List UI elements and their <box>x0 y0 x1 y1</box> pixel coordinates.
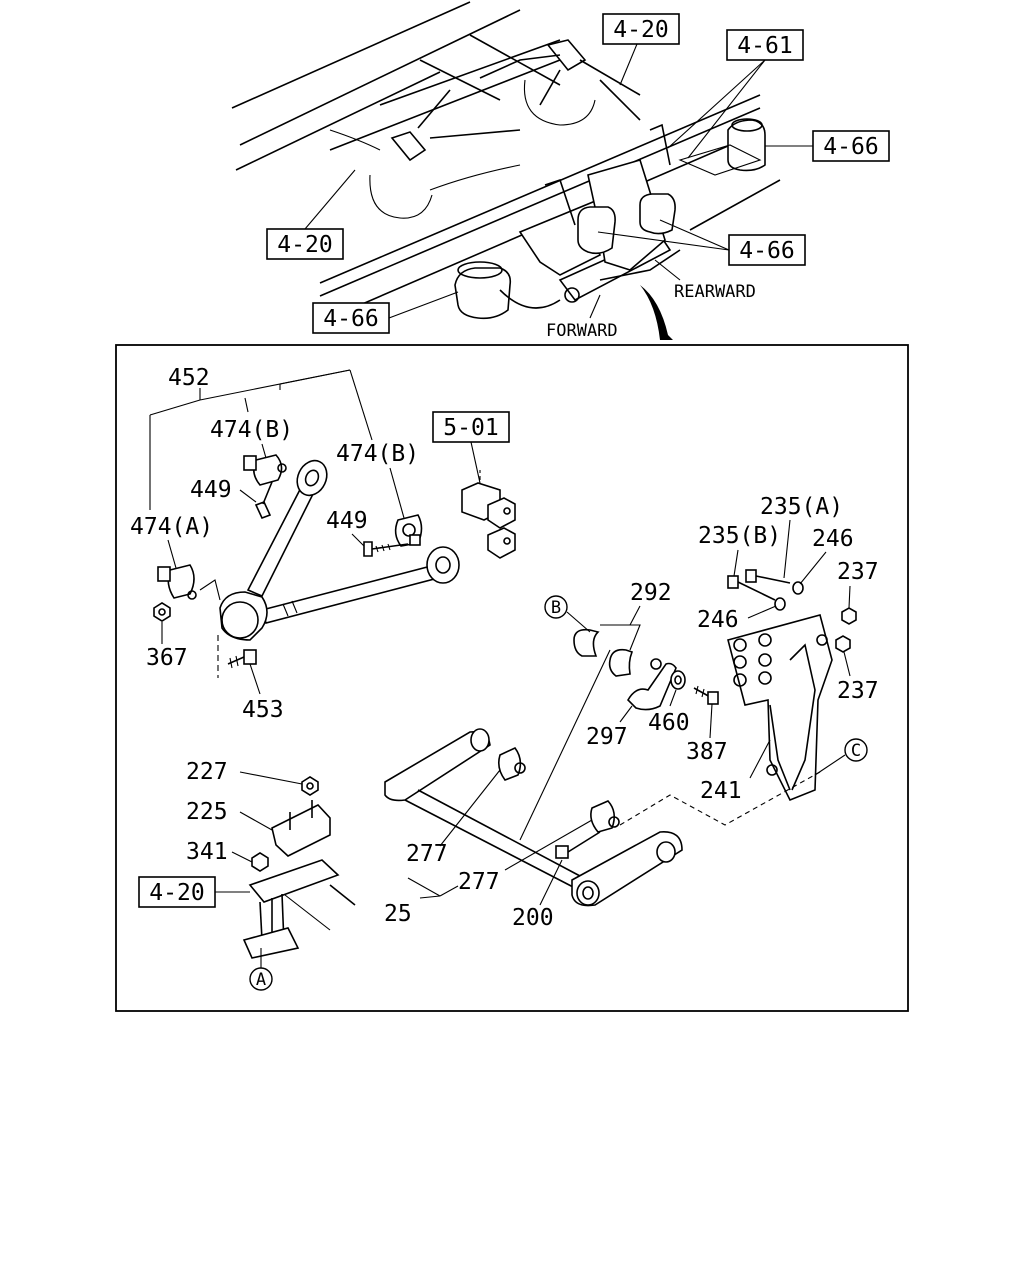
svg-text:4-20: 4-20 <box>149 880 204 906</box>
bolt-200[interactable] <box>555 831 601 859</box>
leader-4-66-mid-b <box>659 219 730 251</box>
leader-rearward <box>654 259 681 281</box>
leader-marker-b <box>566 611 591 633</box>
leader-4-66-left <box>388 291 459 319</box>
leader-lines <box>149 369 851 906</box>
callout-292: 292 <box>630 580 672 606</box>
svg-text:4-20: 4-20 <box>277 232 332 258</box>
callout-449-upper: 449 <box>190 477 232 503</box>
marker-a: A <box>249 967 273 991</box>
callout-460: 460 <box>648 710 690 736</box>
nut-237-upper[interactable] <box>841 607 857 625</box>
svg-text:5-01: 5-01 <box>443 415 498 441</box>
callout-246-upper: 246 <box>812 526 854 552</box>
seat-outline <box>600 624 641 651</box>
axle-bracket-5-01 <box>461 470 516 559</box>
overview-illustration: 4-20 4-61 4-66 4-20 4-66 4-66 <box>231 1 890 341</box>
cap-297[interactable] <box>627 658 677 711</box>
callout-labels: 452 474(B) 474(B) 474(A) 449 449 367 453… <box>130 365 879 931</box>
callout-277-right: 277 <box>458 869 500 895</box>
label-forward: FORWARD <box>546 321 618 341</box>
ref-box-4-20-left[interactable]: 4-20 <box>266 228 344 260</box>
bolt-235b[interactable] <box>727 575 776 601</box>
svg-text:A: A <box>256 970 266 990</box>
ref-box-4-20-top[interactable]: 4-20 <box>602 13 680 45</box>
marker-c: C <box>844 738 868 762</box>
callout-474b-upper: 474(B) <box>210 417 293 443</box>
svg-text:4-61: 4-61 <box>737 33 792 59</box>
svg-text:4-20: 4-20 <box>613 17 668 43</box>
callout-367: 367 <box>146 645 188 671</box>
callout-449-right: 449 <box>326 508 368 534</box>
detail-frame <box>115 344 909 1012</box>
ref-box-4-66-left[interactable]: 4-66 <box>312 302 390 334</box>
callout-200: 200 <box>512 905 554 931</box>
callout-25: 25 <box>384 901 412 927</box>
nut-367[interactable] <box>153 602 171 622</box>
callout-227: 227 <box>186 759 228 785</box>
callout-235a: 235(A) <box>760 494 843 520</box>
ref-box-4-66-mid[interactable]: 4-66 <box>728 234 806 266</box>
callout-246-lower: 246 <box>697 607 739 633</box>
bolt-449-right[interactable] <box>363 541 409 557</box>
nut-237-lower[interactable] <box>835 635 851 653</box>
svg-text:4-66: 4-66 <box>323 306 378 332</box>
ref-box-5-01[interactable]: 5-01 <box>432 411 510 443</box>
callout-225: 225 <box>186 799 228 825</box>
front-air-springs <box>369 39 596 219</box>
nut-341[interactable] <box>251 852 269 872</box>
rearward-arrow <box>640 285 673 340</box>
callout-453: 453 <box>242 697 284 723</box>
ref-box-4-20-detail[interactable]: 4-20 <box>138 876 216 908</box>
frame-bracket-4-20 <box>242 859 356 959</box>
bushing-474a[interactable] <box>157 564 197 600</box>
ref-box-4-61[interactable]: 4-61 <box>726 29 804 61</box>
leader-5-01 <box>470 441 481 484</box>
svg-text:4-66: 4-66 <box>823 134 878 160</box>
leader-4-61-a <box>667 59 766 149</box>
svg-text:B: B <box>551 598 561 618</box>
leader-4-61-b <box>687 59 766 159</box>
nut-227[interactable] <box>301 776 319 796</box>
bushing-277-right[interactable] <box>590 800 620 833</box>
callout-452: 452 <box>168 365 210 391</box>
callout-241: 241 <box>700 778 742 804</box>
callout-237-lower: 237 <box>837 678 879 704</box>
crossmember-assembly-25 <box>384 728 683 907</box>
washer-246[interactable] <box>774 581 804 611</box>
callout-387: 387 <box>686 739 728 765</box>
svg-text:4-66: 4-66 <box>739 238 794 264</box>
seat-half-292[interactable] <box>573 628 634 677</box>
rear-suspension-assembly <box>454 118 766 320</box>
washer-460[interactable] <box>670 670 686 690</box>
callout-237-upper: 237 <box>837 559 879 585</box>
leader-4-66-mid-a <box>597 231 730 251</box>
hanger-bracket-241 <box>727 614 833 802</box>
leader-4-20-top <box>619 43 638 86</box>
label-rearward: REARWARD <box>674 282 756 302</box>
svg-text:C: C <box>851 741 861 761</box>
callout-235b: 235(B) <box>698 523 781 549</box>
install-line-a <box>199 579 221 601</box>
leader-forward <box>589 294 601 319</box>
torque-rod-assembly <box>219 459 460 641</box>
rubber-mount-225[interactable] <box>271 800 331 857</box>
leader-marker-c <box>814 754 846 776</box>
bolt-387[interactable] <box>693 685 719 705</box>
leader-4-20-left <box>304 169 356 230</box>
ref-box-4-66-right[interactable]: 4-66 <box>812 130 890 162</box>
callout-474b-right: 474(B) <box>336 441 419 467</box>
bolt-235a[interactable] <box>745 569 791 584</box>
callout-341: 341 <box>186 839 228 865</box>
callout-297: 297 <box>586 724 628 750</box>
bolt-453[interactable] <box>227 649 257 669</box>
bushing-277-left[interactable] <box>498 747 526 781</box>
bushing-474b-right[interactable] <box>394 514 423 547</box>
bolt-449-upper[interactable] <box>254 481 273 520</box>
marker-b: B <box>544 595 568 619</box>
callout-474a: 474(A) <box>130 514 213 540</box>
bushing-474b-upper[interactable] <box>243 454 287 486</box>
